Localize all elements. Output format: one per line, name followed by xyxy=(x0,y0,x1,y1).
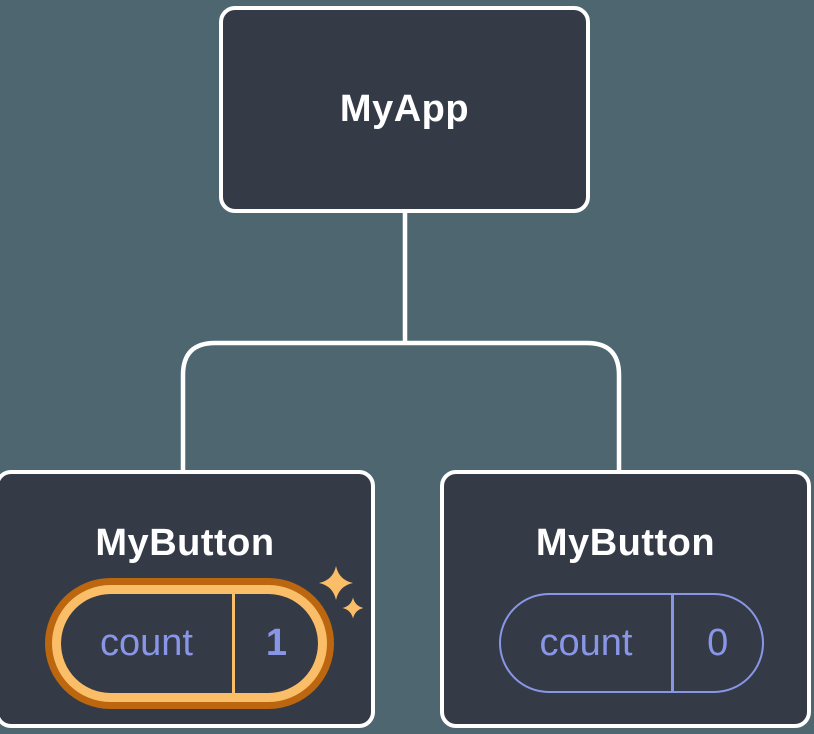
node-mybutton-left: MyButton count 1 xyxy=(0,470,375,728)
state-name: count xyxy=(539,621,633,664)
node-mybutton-right-label: MyButton xyxy=(535,522,716,564)
state-name: count xyxy=(100,622,193,664)
node-myapp-label: MyApp xyxy=(339,88,470,130)
node-mybutton-left-label: MyButton xyxy=(95,522,275,564)
state-pill-divider xyxy=(232,594,235,693)
node-mybutton-right: MyButton count 0 xyxy=(440,470,811,728)
node-myapp: MyApp xyxy=(219,6,590,213)
state-pill-highlighted: count 1 xyxy=(61,594,318,693)
state-value: 1 xyxy=(265,622,288,664)
state-value: 0 xyxy=(707,621,729,664)
state-pill-plain: count 0 xyxy=(499,593,764,693)
state-pill-divider xyxy=(671,595,674,691)
